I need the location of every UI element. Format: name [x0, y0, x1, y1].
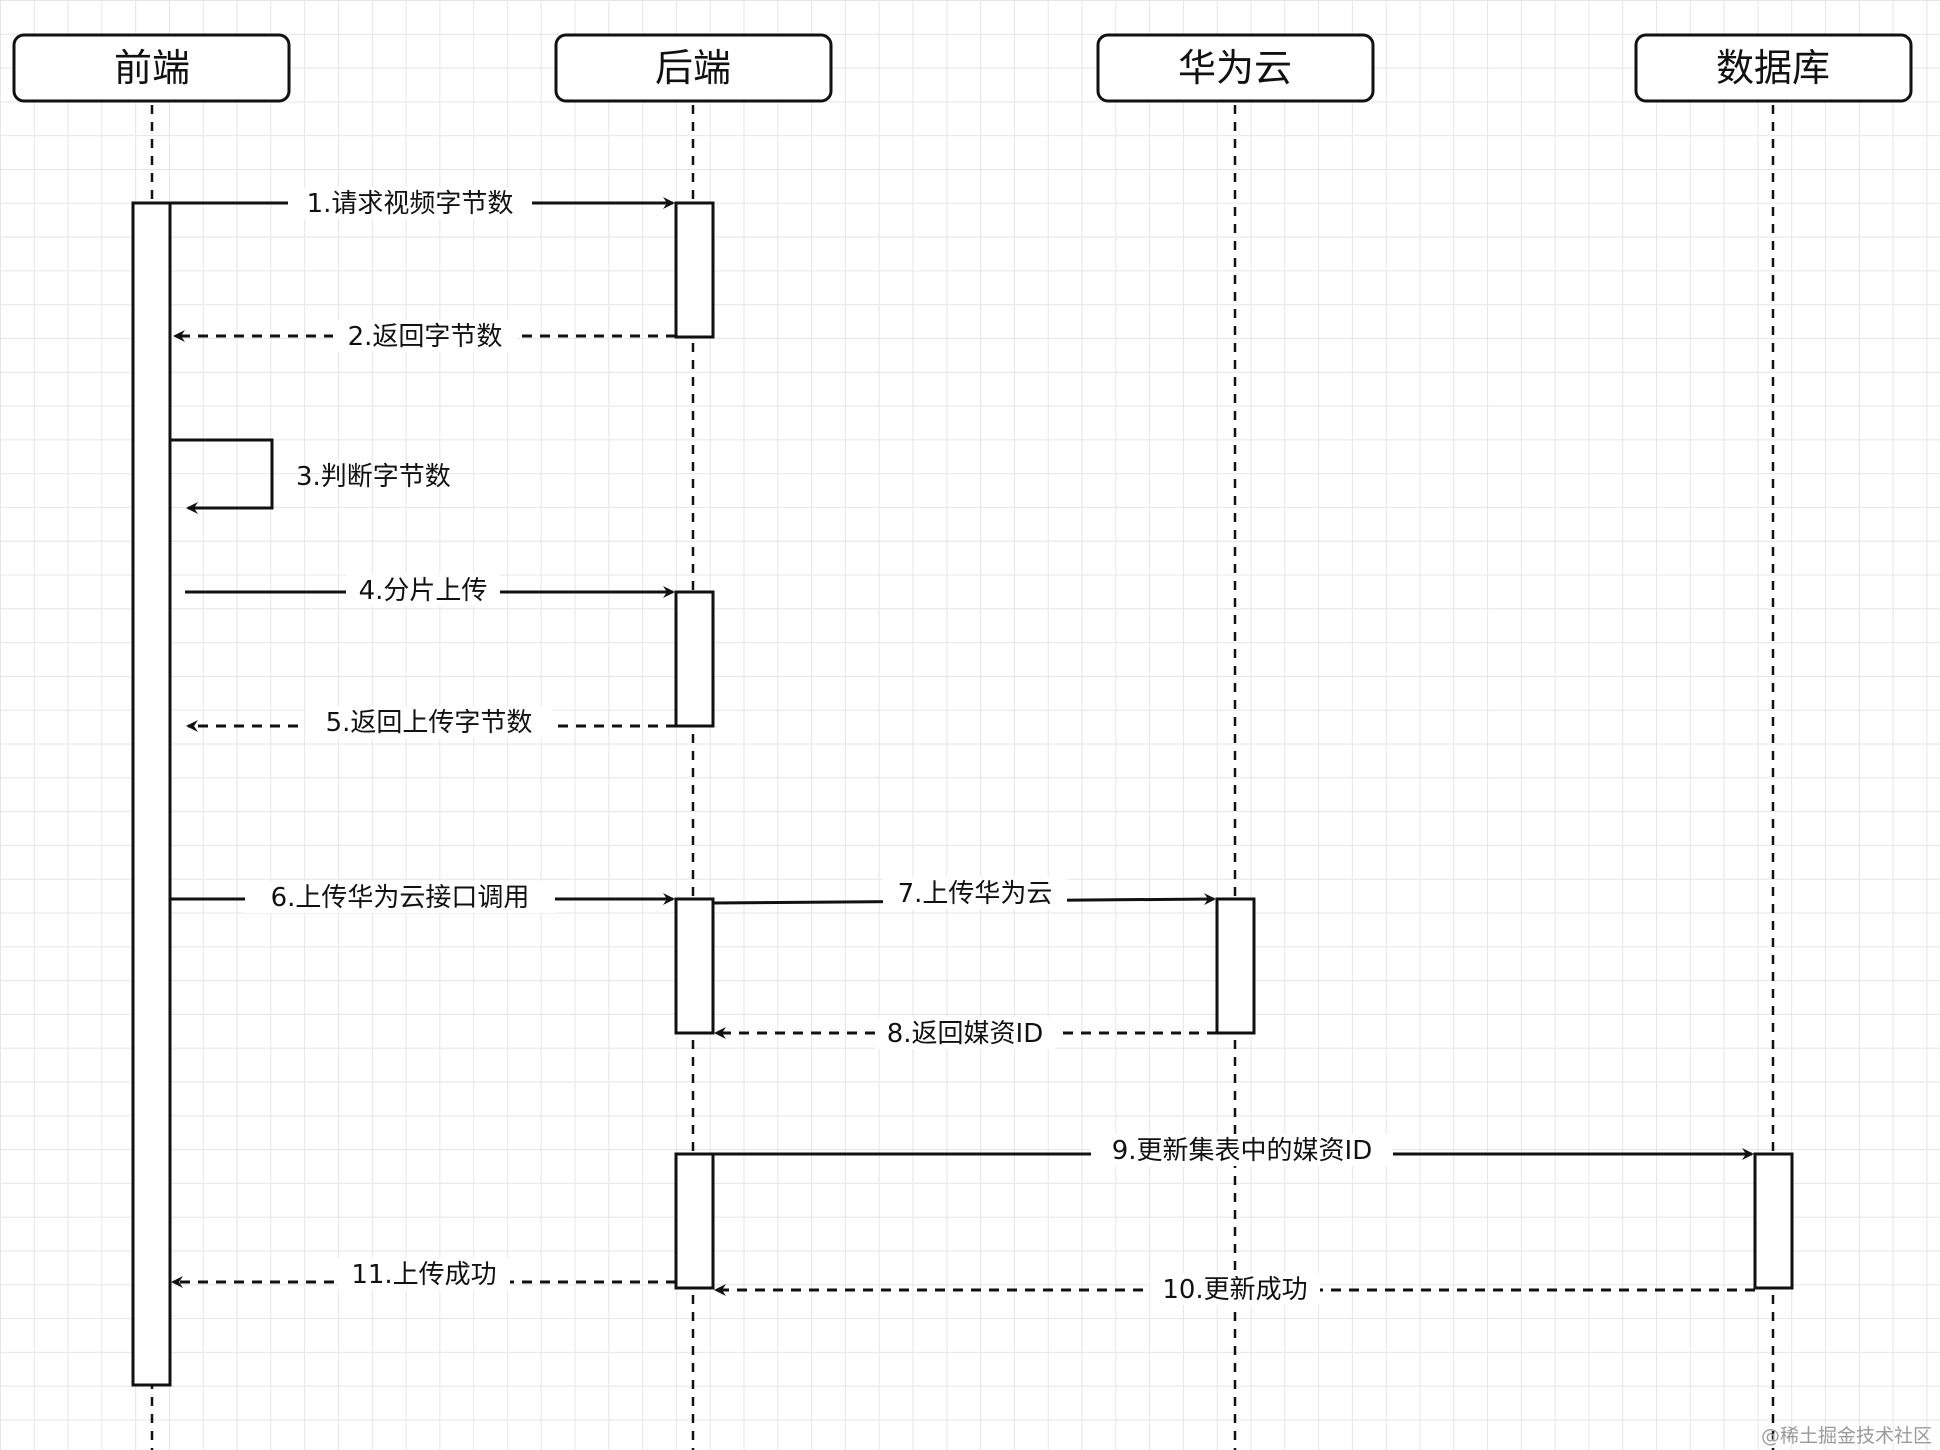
actor-frontend-label: 前端: [114, 46, 190, 90]
message-11-label: 11.上传成功: [351, 1260, 496, 1290]
message-3[interactable]: 3.判断字节数: [170, 438, 451, 514]
message-5[interactable]: 5.返回上传字节数: [186, 706, 676, 738]
message-9[interactable]: 9.更新集表中的媒资ID: [713, 1134, 1754, 1166]
activation-backend-2: [674, 590, 715, 728]
message-4[interactable]: 4.分片上传: [185, 574, 675, 606]
actor-database[interactable]: 数据库: [1634, 33, 1913, 103]
activation-huaweicloud: [1215, 897, 1256, 1035]
message-3-label: 3.判断字节数: [296, 462, 451, 492]
message-6[interactable]: 6.上传华为云接口调用: [170, 881, 675, 913]
actor-database-label: 数据库: [1716, 46, 1830, 90]
message-2-label: 2.返回字节数: [348, 322, 503, 352]
actor-backend[interactable]: 后端: [554, 33, 833, 103]
message-8-label: 8.返回媒资ID: [887, 1019, 1044, 1049]
message-7[interactable]: 7.上传华为云: [712, 877, 1216, 909]
activation-backend-1: [674, 201, 715, 339]
message-1-label: 1.请求视频字节数: [307, 189, 514, 219]
watermark-text: @稀土掘金技术社区: [1761, 1425, 1932, 1447]
actor-huaweicloud-label: 华为云: [1178, 46, 1292, 90]
message-10[interactable]: 10.更新成功: [714, 1273, 1755, 1305]
message-8[interactable]: 8.返回媒资ID: [714, 1017, 1217, 1049]
activation-database: [1753, 1152, 1794, 1290]
message-11[interactable]: 11.上传成功: [171, 1258, 676, 1290]
message-2[interactable]: 2.返回字节数: [173, 320, 676, 352]
actor-backend-label: 后端: [655, 46, 731, 90]
message-7-label: 7.上传华为云: [898, 879, 1053, 909]
message-3-arrow: [170, 438, 274, 514]
activation-backend-3: [674, 897, 715, 1035]
actor-frontend[interactable]: 前端: [12, 33, 291, 103]
message-5-label: 5.返回上传字节数: [326, 708, 533, 738]
message-1[interactable]: 1.请求视频字节数: [170, 187, 675, 219]
message-4-label: 4.分片上传: [359, 576, 488, 606]
message-9-label: 9.更新集表中的媒资ID: [1112, 1136, 1373, 1166]
activation-frontend-main: [131, 201, 172, 1387]
message-6-label: 6.上传华为云接口调用: [271, 883, 530, 913]
actor-huaweicloud[interactable]: 华为云: [1096, 33, 1375, 103]
activation-backend-4: [674, 1152, 715, 1290]
message-10-label: 10.更新成功: [1162, 1275, 1307, 1305]
